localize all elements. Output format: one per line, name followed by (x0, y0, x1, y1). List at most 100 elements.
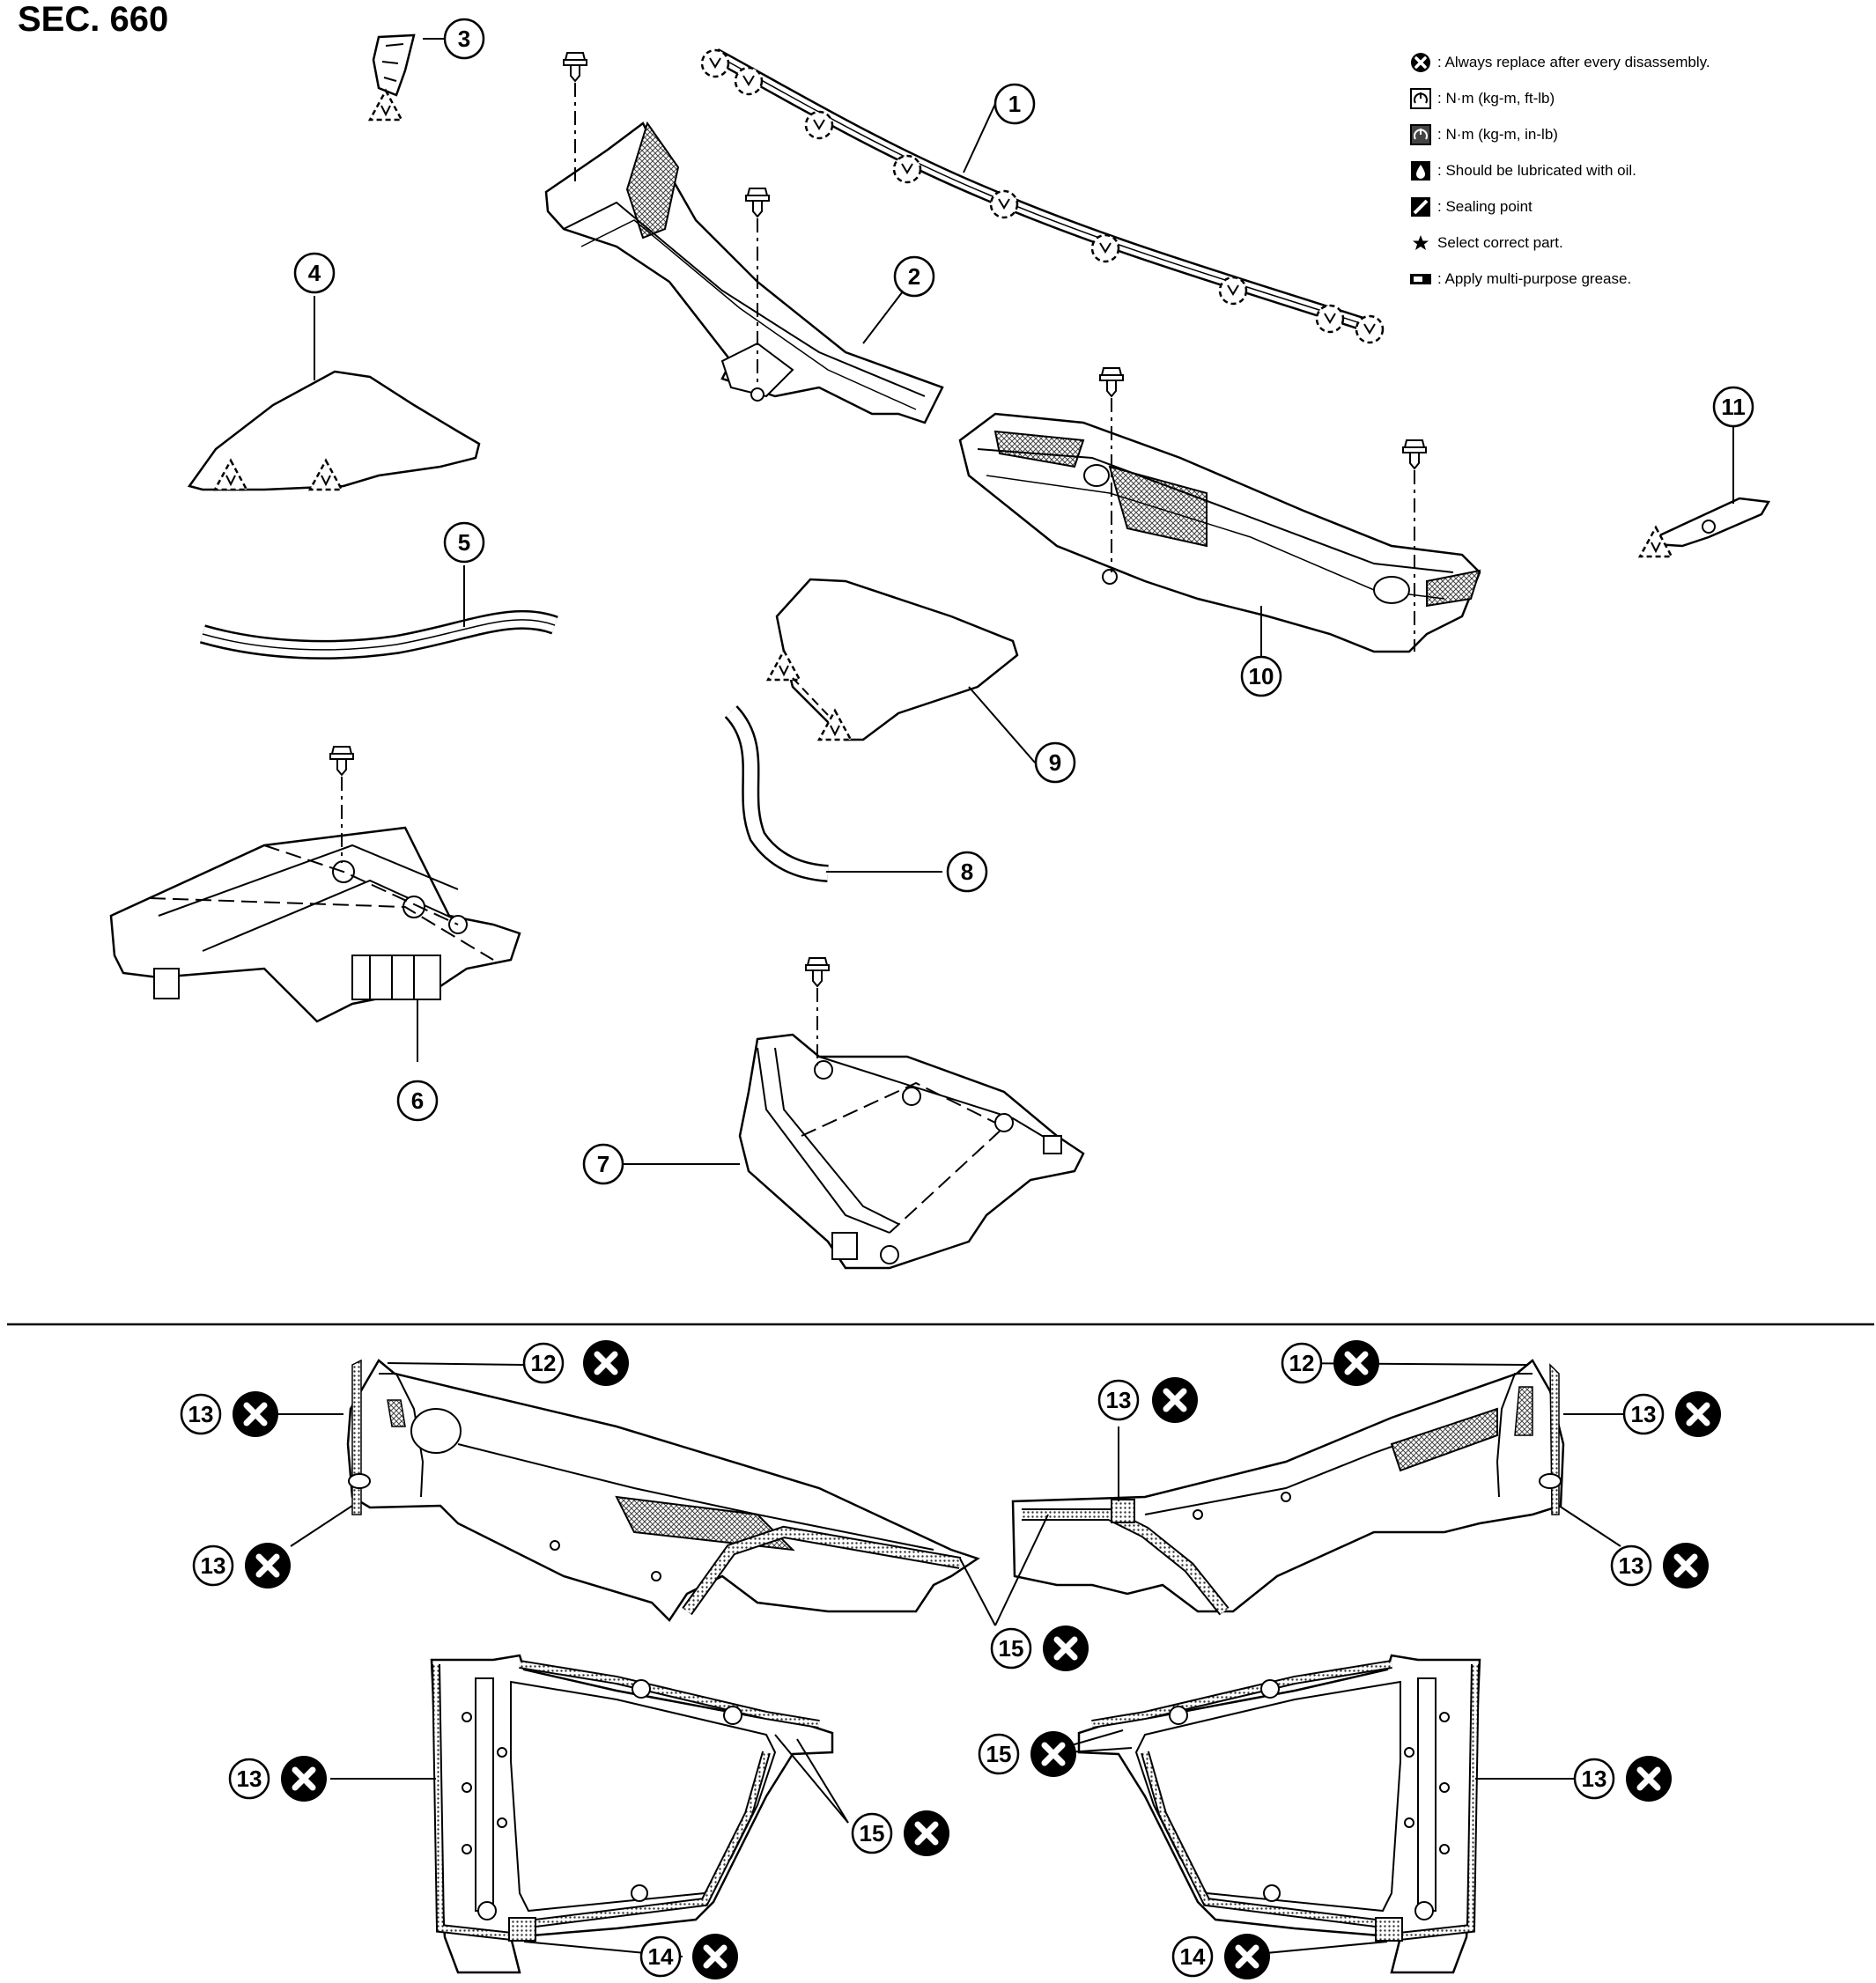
legend-text: : Sealing point (1437, 198, 1533, 215)
callout-number: 13 (1631, 1401, 1657, 1427)
cowl-extension-seal-view-right (1077, 1654, 1481, 1974)
torque-ft-lb-icon (1410, 88, 1431, 109)
part-4-cover (187, 370, 481, 491)
star-icon (1413, 235, 1429, 250)
clip-icon (1355, 314, 1385, 344)
callout-2: 2 (893, 255, 935, 298)
bolt-icon (1099, 367, 1124, 397)
callout-14b: 14 (1171, 1935, 1214, 1978)
part-3-bracket (368, 33, 416, 122)
callout-number: 4 (308, 260, 321, 286)
clip-icon (892, 154, 922, 184)
clip-icon (1315, 304, 1345, 334)
callout-number: 7 (597, 1151, 609, 1177)
callout-12a: 12 (522, 1342, 565, 1384)
callout-10: 10 (1240, 655, 1282, 697)
legend-text: : Should be lubricated with oil. (1437, 162, 1636, 179)
part-2-cowl-top-cover (544, 121, 944, 424)
callout-number: 13 (237, 1766, 262, 1792)
clip-icon (989, 189, 1019, 219)
always-replace-icon (1030, 1731, 1076, 1777)
bolt-icon (805, 957, 830, 987)
cowl-extension-seal-view-left (430, 1654, 834, 1974)
bolt-icon (563, 52, 587, 82)
callout-number: 15 (986, 1741, 1012, 1767)
callout-number: 10 (1249, 663, 1274, 689)
legend-row-grease: : Apply multi-purpose grease. (1409, 264, 1867, 294)
clip-icon (734, 66, 764, 96)
callout-13d: 13 (1622, 1393, 1665, 1435)
always-replace-icon (1663, 1543, 1709, 1589)
callout-number: 13 (201, 1552, 226, 1579)
always-replace-icon (245, 1543, 291, 1589)
callout-number: 12 (531, 1350, 557, 1376)
always-replace-icon (1411, 53, 1430, 72)
callout-11: 11 (1712, 386, 1754, 428)
legend-row-always-replace: : Always replace after every disassembly… (1409, 48, 1867, 77)
always-replace-icon (1675, 1391, 1721, 1437)
callout-number: 2 (908, 263, 920, 290)
always-replace-icon (1626, 1756, 1672, 1802)
clip-icon (804, 110, 834, 140)
callout-number: 11 (1721, 394, 1746, 420)
always-replace-icon (1333, 1340, 1379, 1386)
always-replace-icon (583, 1340, 629, 1386)
callout-5: 5 (443, 521, 485, 564)
callout-15b: 15 (851, 1812, 893, 1854)
legend-text: : N·m (kg-m, ft-lb) (1437, 90, 1555, 107)
callout-6: 6 (396, 1080, 439, 1122)
callout-12b: 12 (1281, 1342, 1323, 1384)
legend: : Always replace after every disassembly… (1409, 48, 1867, 300)
callout-4: 4 (293, 252, 336, 294)
legend-text: : N·m (kg-m, in-lb) (1437, 126, 1558, 143)
always-replace-icon (692, 1934, 738, 1979)
callout-8: 8 (946, 851, 988, 893)
part-6-cowl-extension (109, 826, 521, 1023)
grease-icon (1410, 274, 1431, 284)
bolt-icon (1402, 439, 1427, 469)
part-9-cover (766, 578, 1019, 741)
callout-number: 15 (860, 1820, 885, 1847)
part-7-cowl-extension (738, 1033, 1085, 1270)
callout-number: 14 (648, 1943, 674, 1970)
sealing-point-icon (1411, 197, 1430, 217)
always-replace-icon (904, 1810, 949, 1856)
callout-number: 15 (999, 1635, 1024, 1662)
bolt-icon (745, 188, 770, 217)
callout-15c: 15 (978, 1733, 1020, 1775)
callout-number: 8 (961, 859, 973, 885)
callout-number: 13 (1106, 1387, 1132, 1413)
torque-in-lb-icon (1410, 124, 1431, 145)
bolt-icon (329, 746, 354, 776)
callout-number: 12 (1289, 1350, 1315, 1376)
callout-number: 13 (188, 1401, 214, 1427)
always-replace-icon (281, 1756, 327, 1802)
leader-lines-top (314, 38, 1734, 1165)
callout-13g: 13 (1573, 1758, 1615, 1800)
part-8-drain-tube (724, 705, 829, 882)
legend-row-torque-in-lb: : N·m (kg-m, in-lb) (1409, 120, 1867, 150)
callout-number: 6 (411, 1087, 424, 1114)
callout-number: 14 (1180, 1943, 1206, 1970)
callout-number: 3 (458, 26, 470, 52)
callout-number: 13 (1582, 1766, 1607, 1792)
part-11-bracket (1638, 497, 1771, 558)
callout-7: 7 (582, 1143, 624, 1185)
legend-row-torque-ft-lb: : N·m (kg-m, ft-lb) (1409, 84, 1867, 114)
cowl-seal-view-right-upper (1011, 1359, 1565, 1616)
section-label: SEC. 660 (18, 0, 169, 39)
part-5-seal-strip (199, 609, 558, 660)
callout-15a: 15 (990, 1627, 1032, 1670)
callout-3: 3 (443, 18, 485, 60)
oil-lubricate-icon (1411, 161, 1430, 181)
legend-row-oil: : Should be lubricated with oil. (1409, 156, 1867, 186)
always-replace-icon (1152, 1377, 1198, 1423)
always-replace-icon (1043, 1625, 1089, 1671)
callout-13b: 13 (192, 1544, 234, 1587)
cowl-seal-view-left-upper (346, 1359, 980, 1622)
callout-number: 9 (1049, 749, 1061, 776)
legend-text: Select correct part. (1437, 234, 1563, 251)
always-replace-icon (1224, 1934, 1270, 1979)
callout-13a: 13 (180, 1393, 222, 1435)
